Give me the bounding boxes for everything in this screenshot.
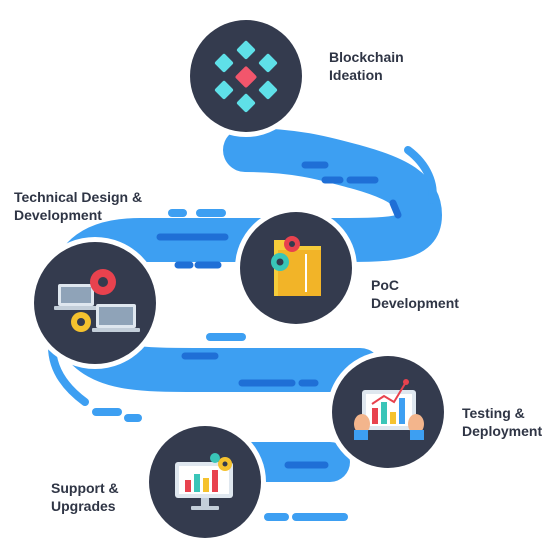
tablet-chart-icon bbox=[354, 379, 424, 440]
step-2-label-line-1: PoC bbox=[371, 277, 399, 293]
step-5-label-line-1: Support & bbox=[51, 480, 119, 496]
step-5-badge bbox=[144, 421, 266, 543]
step-5-label: Support & Upgrades bbox=[51, 479, 119, 515]
step-3-label-line-2: Development bbox=[14, 207, 102, 223]
step-2-badge bbox=[235, 207, 357, 329]
step-3-label: Technical Design & Development bbox=[14, 188, 142, 224]
step-1-label-line-2: Ideation bbox=[329, 67, 383, 83]
monitor-chart-icon bbox=[175, 453, 233, 510]
step-4-badge bbox=[327, 351, 449, 473]
laptops-gears-icon bbox=[54, 269, 140, 332]
step-4-label: Testing & Deployment bbox=[462, 404, 542, 440]
step-4-label-line-2: Deployment bbox=[462, 423, 543, 439]
step-1-label: Blockchain Ideation bbox=[329, 48, 404, 84]
step-3-badge bbox=[29, 237, 161, 369]
step-1-label-line-1: Blockchain bbox=[329, 49, 404, 65]
road-segment-1 bbox=[223, 128, 443, 262]
step-1-badge bbox=[185, 15, 307, 137]
step-5-label-line-2: Upgrades bbox=[51, 498, 116, 514]
road-dash bbox=[389, 199, 402, 219]
step-2-label: PoC Development bbox=[371, 276, 459, 312]
step-3-label-line-1: Technical Design & bbox=[14, 189, 143, 205]
folder-gears-icon bbox=[271, 236, 321, 296]
step-4-label-line-1: Testing & bbox=[462, 405, 525, 421]
blockchain-cubes-icon bbox=[214, 40, 278, 113]
road-edge-mark bbox=[404, 146, 437, 204]
step-2-label-line-2: Development bbox=[371, 295, 459, 311]
